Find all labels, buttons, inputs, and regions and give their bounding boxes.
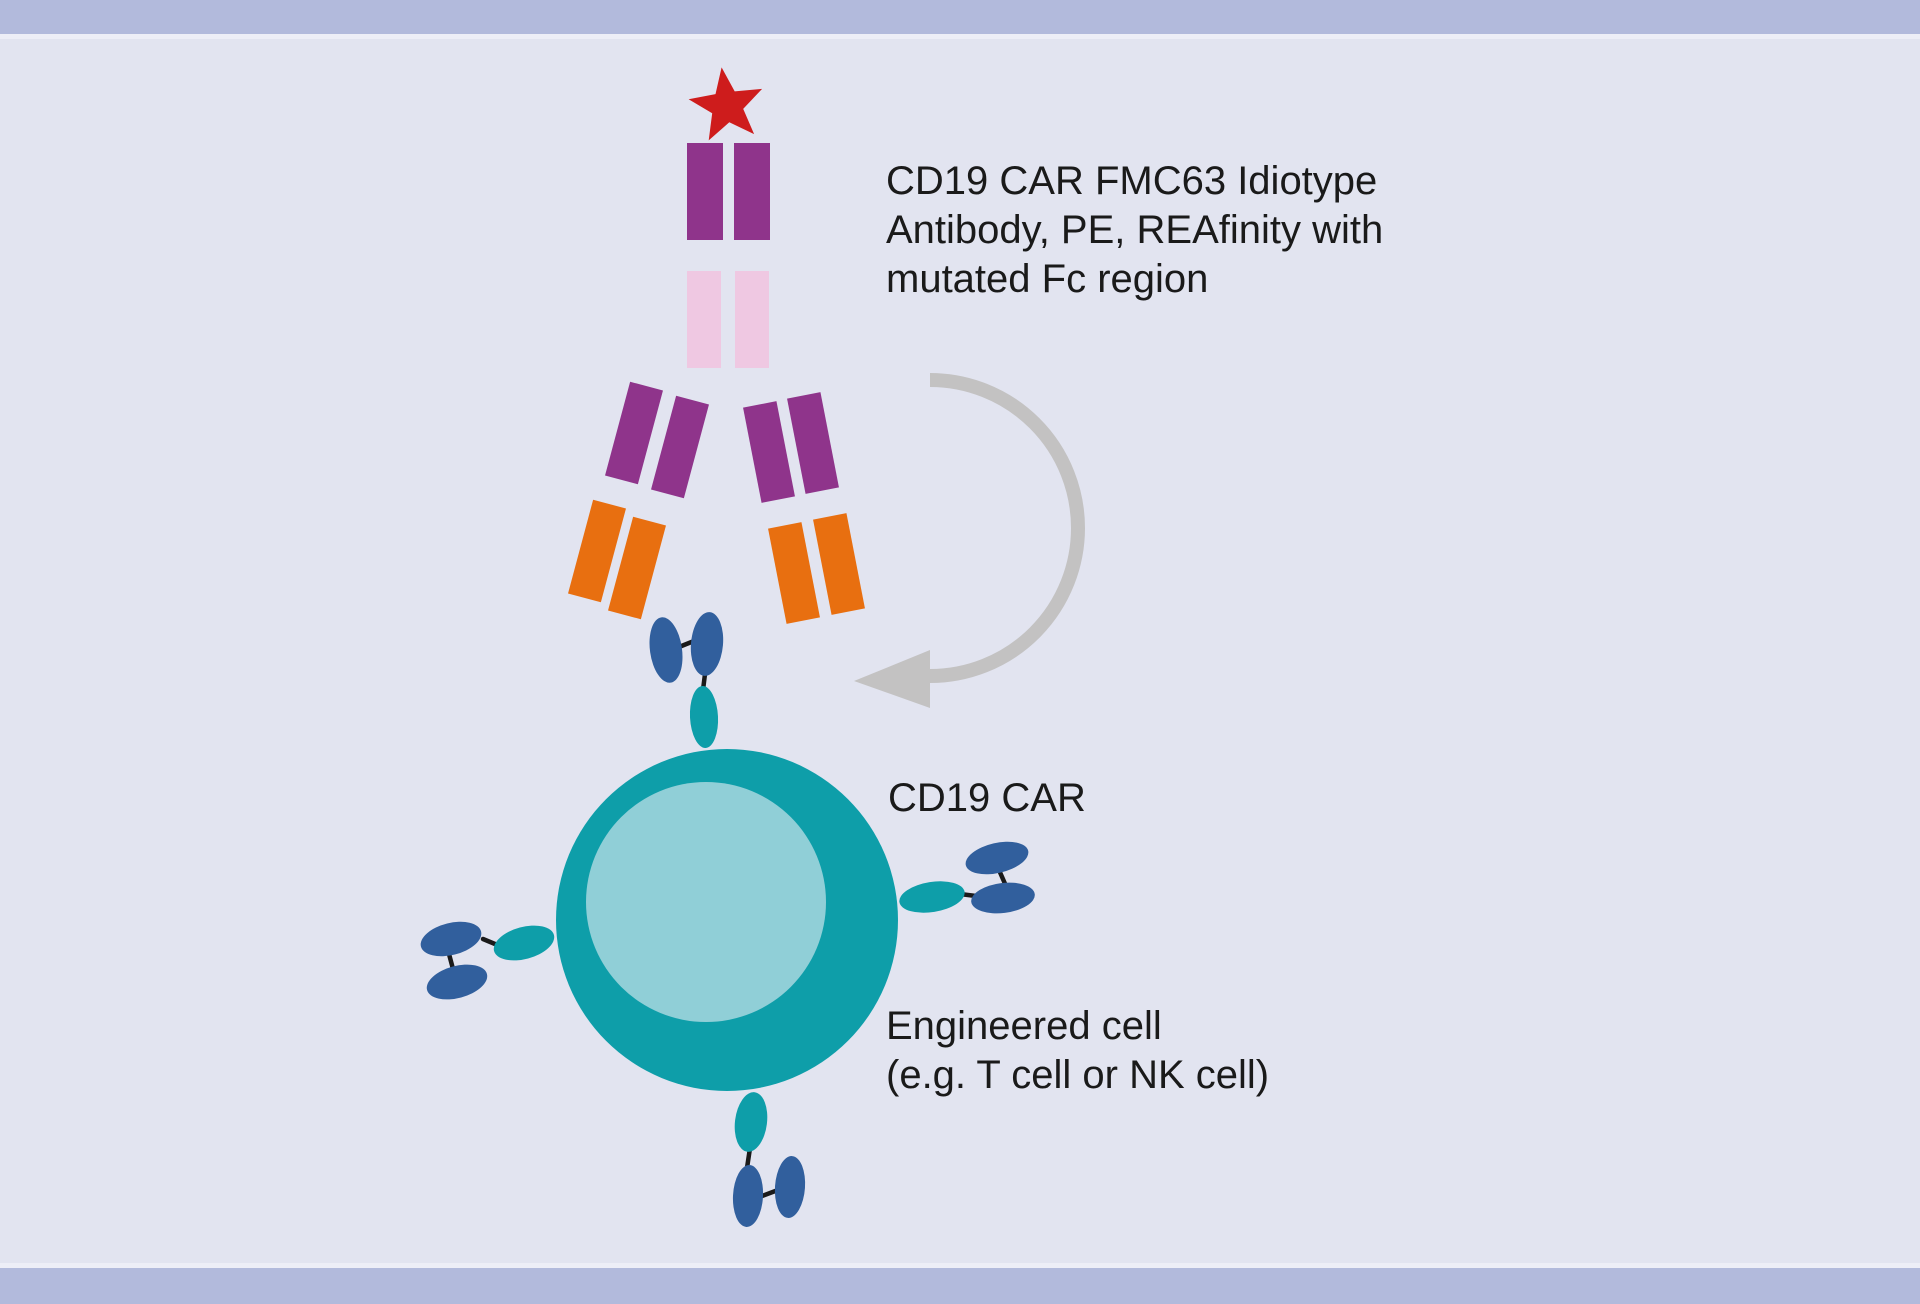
scfv-domain-ellipse [690,612,724,676]
scfv-domain-ellipse [774,1156,806,1218]
fab-binding-bar-right-outer [813,513,865,615]
car-label: CD19 CAR [888,776,1086,820]
scfv-domain-ellipse [971,882,1035,914]
cell-label-line2: (e.g. T cell or NK cell) [886,1053,1270,1097]
fab-binding-bar-left-inner [608,516,666,620]
pe-fluorochrome-star-icon [688,67,763,141]
scfv-domain-ellipse [732,1165,764,1227]
bottom-border-divider [0,1263,1920,1268]
cell-label-line1: Engineered cell [886,1004,1162,1048]
antibody-label-line3: mutated Fc region [886,257,1209,301]
car-receptor-bottom [732,1092,806,1227]
car-stalk-ellipse [689,686,719,748]
car-receptor-top [649,612,724,748]
fab-variable-bar-left-inner [651,395,709,499]
scfv-domain-ellipse [426,964,488,1000]
antibody-label-line1: CD19 CAR FMC63 Idiotype [886,159,1378,203]
fc-domain-bar-right [734,143,770,240]
fab-variable-bar-left-outer [605,381,663,485]
top-border-divider [0,34,1920,39]
stalk-linker-line [480,936,498,947]
binding-arrow-head [854,650,930,708]
hinge-bar-left [687,271,721,368]
scfv-domain-ellipse [420,921,482,957]
hinge-bar-right [735,271,769,368]
car-stalk-ellipse [899,881,965,913]
binding-arrow-icon [854,373,1086,708]
fab-variable-bar-right-inner [743,401,795,503]
bottom-border-bar [0,1268,1920,1304]
antibody-label-line2: Antibody, PE, REAfinity with [886,208,1384,252]
scfv-linker-line [446,951,456,972]
scfv-domain-ellipse [649,617,683,683]
idiotype-antibody-icon [568,67,865,624]
car-receptor-left [420,921,555,1000]
cell-cytoplasm [586,782,826,1022]
fab-variable-bar-right-outer [787,392,839,494]
car-stalk-ellipse [493,925,555,961]
car-receptor-right [899,841,1035,914]
fab-binding-bar-right-inner [768,522,820,624]
engineered-cell-icon [556,749,898,1091]
fc-domain-bar-left [687,143,723,240]
antibody-label: CD19 CAR FMC63 Idiotype Antibody, PE, RE… [886,157,1383,304]
top-border-bar [0,0,1920,34]
binding-arrow-arc [929,373,1086,683]
fab-binding-bar-left-outer [568,499,626,603]
car-stalk-ellipse [734,1092,768,1152]
cell-label: Engineered cell (e.g. T cell or NK cell) [886,1002,1269,1100]
scfv-domain-ellipse [965,841,1029,875]
